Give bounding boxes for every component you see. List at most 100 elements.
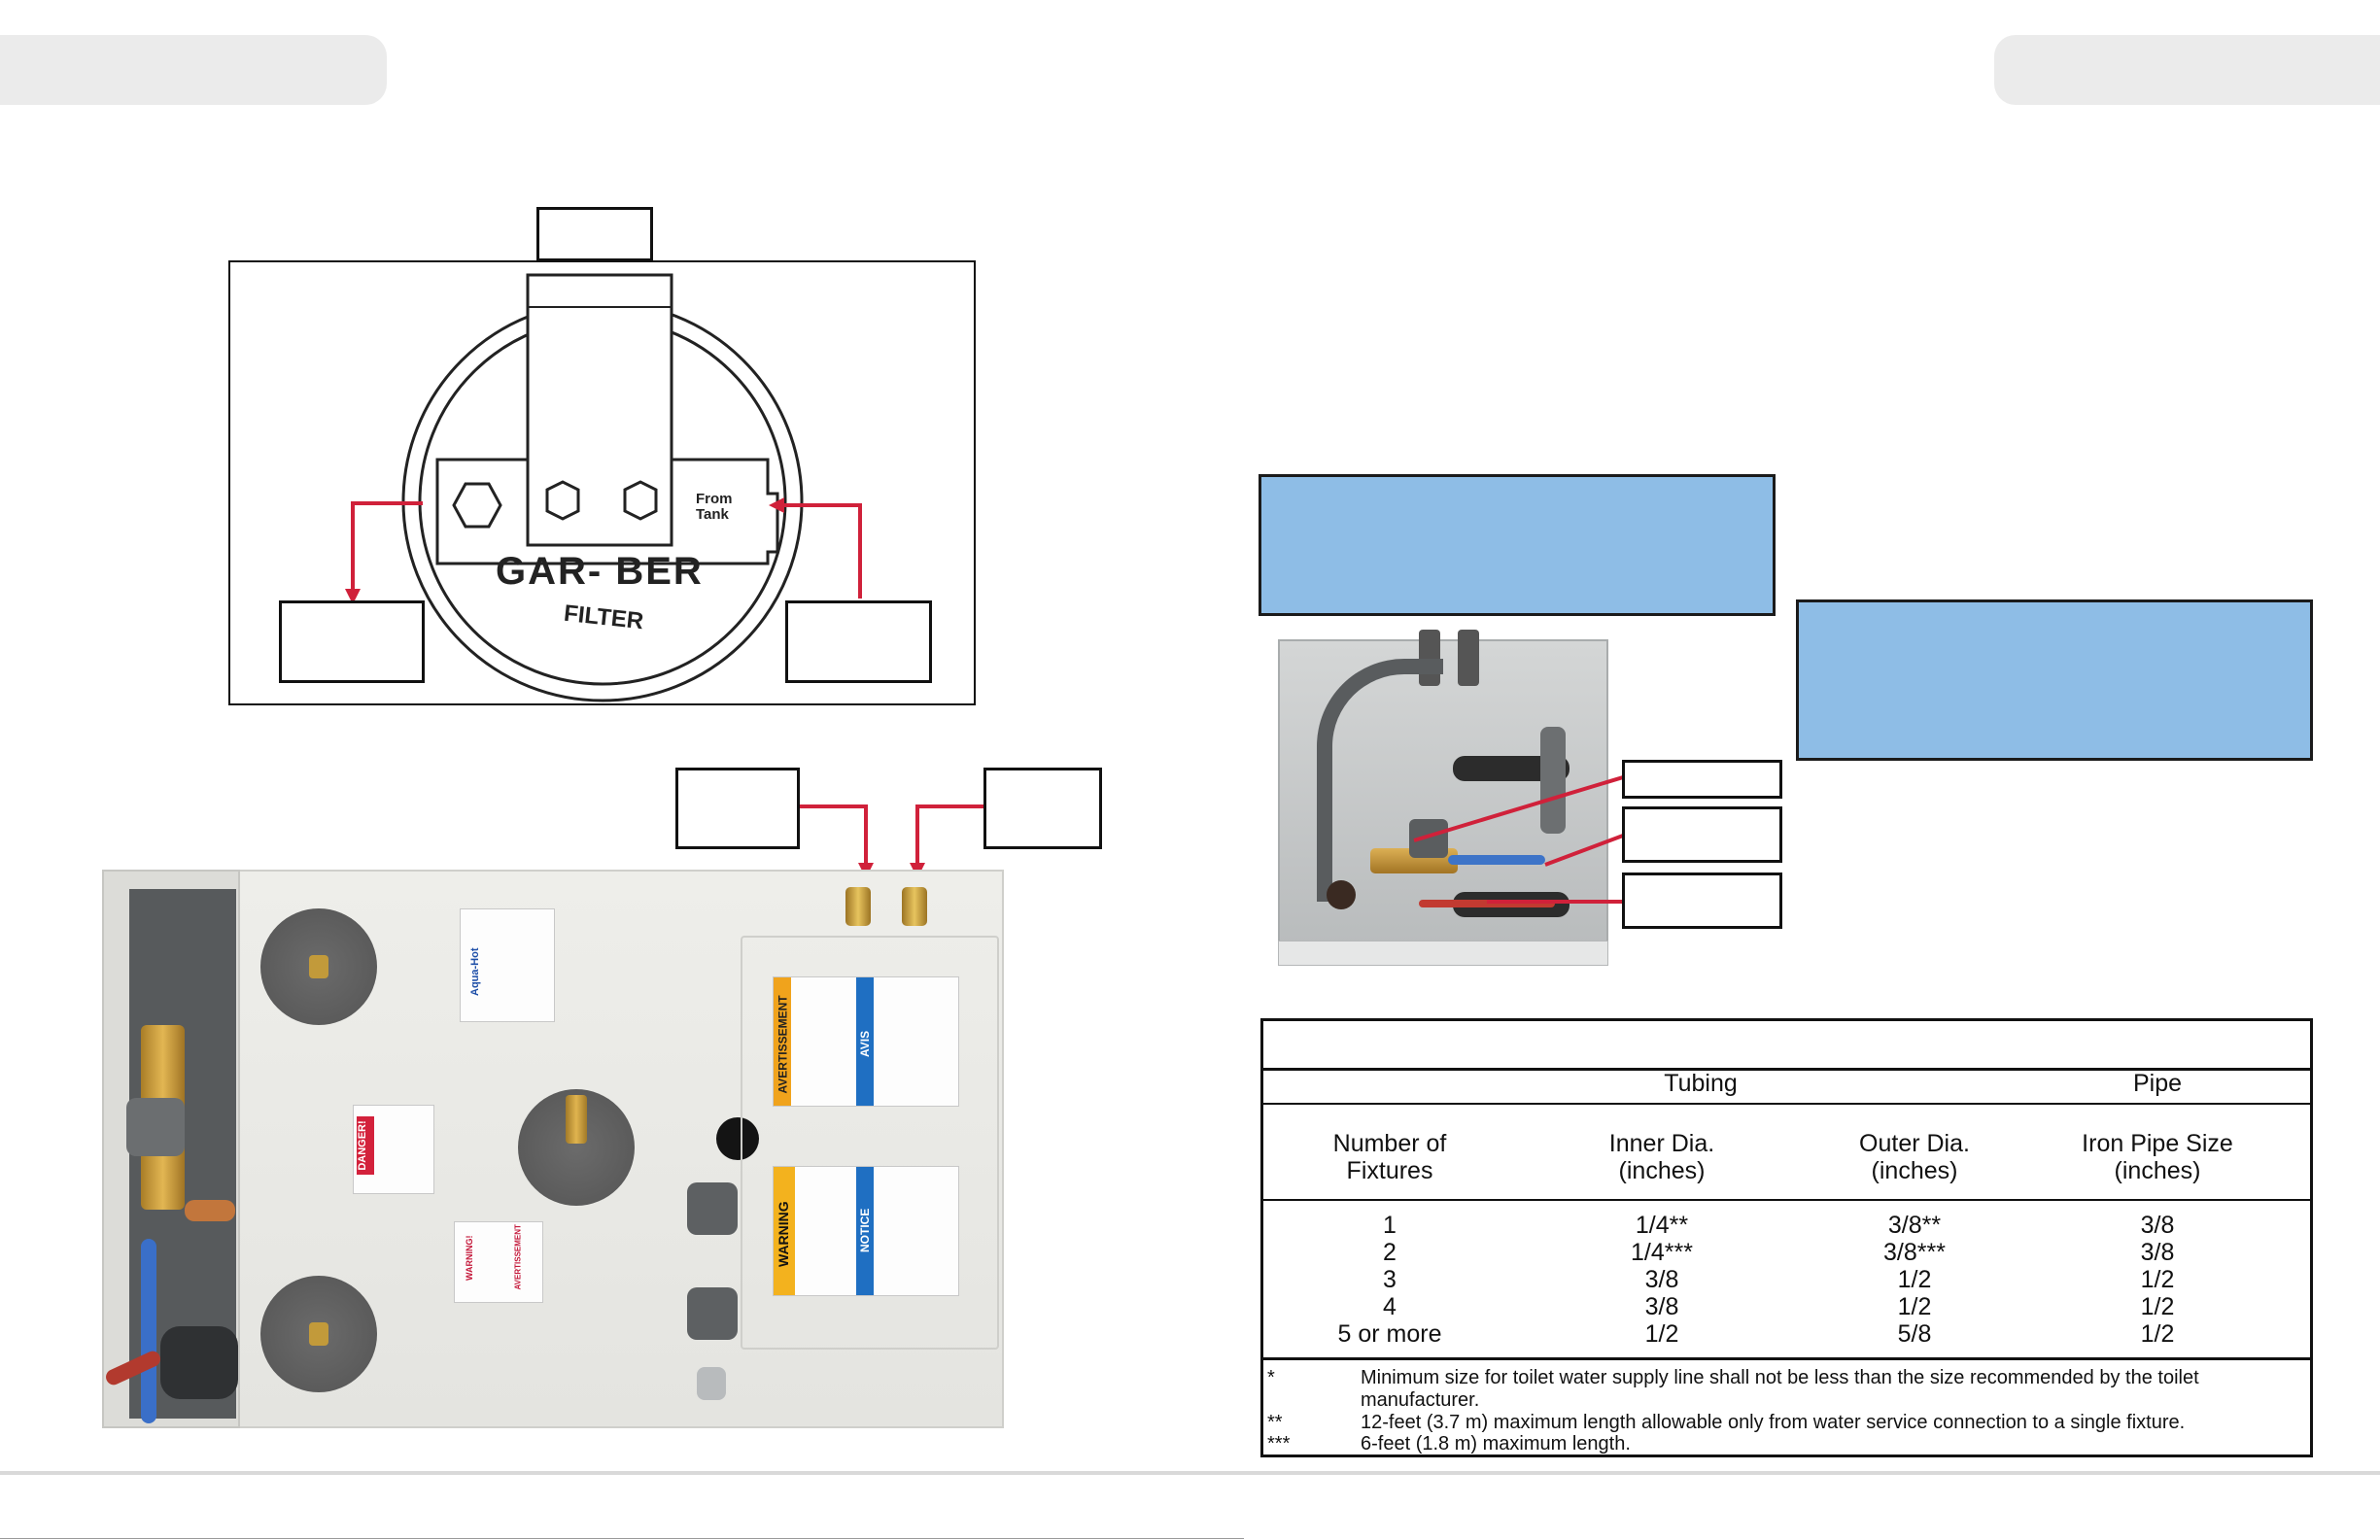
size-table: Tubing Pipe Number of Fixtures Inner Dia… [1260, 1018, 2313, 1457]
header-ips-1: Iron Pipe Size [2082, 1130, 2233, 1157]
footer-divider [0, 1471, 2380, 1475]
black-port [716, 1117, 759, 1160]
header-inner-2: (inches) [1618, 1157, 1706, 1184]
outlet-arrow-head [345, 589, 361, 604]
avertissement-small-label: AVERTISSEMENT [513, 1224, 523, 1290]
from-tank-line2: Tank [696, 506, 729, 523]
table-row-3-col-4: 1/2 [2140, 1266, 2175, 1293]
tank-photo [1273, 630, 1613, 968]
tank-gray-vertical [1540, 727, 1566, 834]
top-fitting-b [902, 887, 927, 926]
gray-cap-1 [687, 1182, 738, 1235]
gray-cap-2 [687, 1287, 738, 1340]
heater-arrows [800, 804, 983, 878]
note-mark-1: * [1267, 1367, 1275, 1388]
notice-label: NOTICE [858, 1208, 872, 1252]
avertissement-stripe [774, 977, 791, 1106]
blue-pipe [141, 1239, 156, 1423]
warning-stripe [774, 1167, 795, 1295]
table-row-5-col-2: 1/2 [1644, 1320, 1679, 1348]
filter-brand-text: GAR- BER [496, 550, 704, 593]
size-table-body: 1 1/4** 3/8** 3/8 2 1/4*** 3/8*** 3/8 3 … [1263, 1212, 2310, 1355]
tank-round-port [1327, 880, 1356, 909]
header-inner-1: Inner Dia. [1608, 1130, 1715, 1157]
footer-hairline [0, 1538, 1244, 1539]
note-box-top [1259, 474, 1776, 616]
table-row-5-col-3: 5/8 [1897, 1320, 1932, 1348]
avis-label: AVIS [858, 1030, 872, 1057]
table-row-2-col-3: 3/8*** [1883, 1239, 1946, 1266]
group-pipe: Pipe [2132, 1070, 2183, 1097]
heater-label-b-box [983, 768, 1102, 849]
heater-door [741, 936, 999, 1350]
gray-cap-3 [697, 1367, 726, 1400]
tank-callout-2 [1622, 806, 1782, 863]
top-fitting-a [845, 887, 871, 926]
warning-small-sticker: WARNING! AVERTISSEMENT [454, 1221, 543, 1303]
filter-diagram [345, 273, 862, 702]
left-hex-nut [452, 482, 502, 529]
table-row-3-col-3: 1/2 [1897, 1266, 1932, 1293]
table-row-1-col-2: 1/4** [1635, 1212, 1689, 1239]
inlet-arrow [780, 503, 862, 599]
warning-label: WARNING [776, 1201, 791, 1267]
heater-photo: Aqua-Hot DANGER! WARNING! AVERTISSEMENT … [102, 870, 1006, 1428]
center-hex-nut [545, 480, 580, 521]
table-row-1-col-1: 1 [1383, 1212, 1397, 1239]
avertissement-sticker: AVERTISSEMENT AVIS [773, 976, 959, 1107]
tank-callout-lines [1413, 775, 1623, 904]
outlet-arrow [351, 501, 423, 593]
header-fixtures-1: Number of [1332, 1130, 1447, 1157]
table-row-5-col-1: 5 or more [1337, 1320, 1442, 1348]
header-outer-2: (inches) [1871, 1157, 1958, 1184]
table-row-4-col-2: 3/8 [1644, 1293, 1679, 1320]
table-row-4-col-3: 1/2 [1897, 1293, 1932, 1320]
table-row-4-col-4: 1/2 [2140, 1293, 2175, 1320]
danger-label: DANGER! [357, 1116, 374, 1175]
filter-top-label-box [536, 207, 653, 261]
note-text-3: 6-feet (1.8 m) maximum length. [1361, 1433, 1631, 1454]
table-row-3-col-2: 3/8 [1644, 1266, 1679, 1293]
aqua-hot-brand: Aqua-Hot [469, 947, 481, 997]
from-tank-line1: From [696, 491, 733, 507]
table-row-1-col-3: 3/8** [1887, 1212, 1942, 1239]
header-fixtures-2: Fixtures [1346, 1157, 1433, 1184]
note-mark-3: *** [1267, 1433, 1291, 1454]
header-tab-left [0, 35, 387, 105]
table-row-2-col-1: 2 [1383, 1239, 1397, 1266]
pump [160, 1326, 238, 1399]
gray-valve [126, 1098, 185, 1156]
right-hex-nut [623, 480, 658, 521]
notice-stripe [856, 1167, 874, 1295]
tank-callout-1 [1622, 760, 1782, 799]
tank-callout-3 [1622, 873, 1782, 929]
avis-stripe [856, 977, 874, 1106]
table-row-1-col-4: 3/8 [2140, 1212, 2175, 1239]
table-row-5-col-4: 1/2 [2140, 1320, 2175, 1348]
tank-post-2 [1458, 630, 1479, 686]
note-mark-2: ** [1267, 1412, 1283, 1433]
header-ips-2: (inches) [2114, 1157, 2201, 1184]
tank-base [1278, 941, 1608, 966]
copper-pipe [185, 1200, 235, 1221]
aqua-hot-sticker: Aqua-Hot [460, 908, 555, 1022]
note-text-1: Minimum size for toilet water supply lin… [1361, 1367, 2199, 1411]
warning-sticker: WARNING NOTICE [773, 1166, 959, 1296]
avertissement-label: AVERTISSEMENT [776, 995, 790, 1094]
header-tab-right [1994, 35, 2380, 105]
table-row-2-col-4: 3/8 [2140, 1239, 2175, 1266]
inlet-arrow-head [769, 497, 784, 513]
warning-small-label: WARNING! [465, 1235, 474, 1282]
table-row-2-col-2: 1/4*** [1631, 1239, 1693, 1266]
heater-label-a-box [675, 768, 800, 849]
note-box-right [1796, 599, 2313, 761]
tank-blue-line [1448, 855, 1545, 865]
size-table-title-row [1263, 1021, 2310, 1071]
table-row-4-col-1: 4 [1383, 1293, 1397, 1320]
filter-left-label-box [279, 600, 425, 683]
note-text-2: 12-feet (3.7 m) maximum length allowable… [1361, 1412, 2186, 1433]
danger-sticker: DANGER! [353, 1105, 434, 1194]
header-outer-1: Outer Dia. [1859, 1130, 1970, 1157]
filter-right-label-box [785, 600, 932, 683]
group-tubing: Tubing [1664, 1070, 1738, 1097]
